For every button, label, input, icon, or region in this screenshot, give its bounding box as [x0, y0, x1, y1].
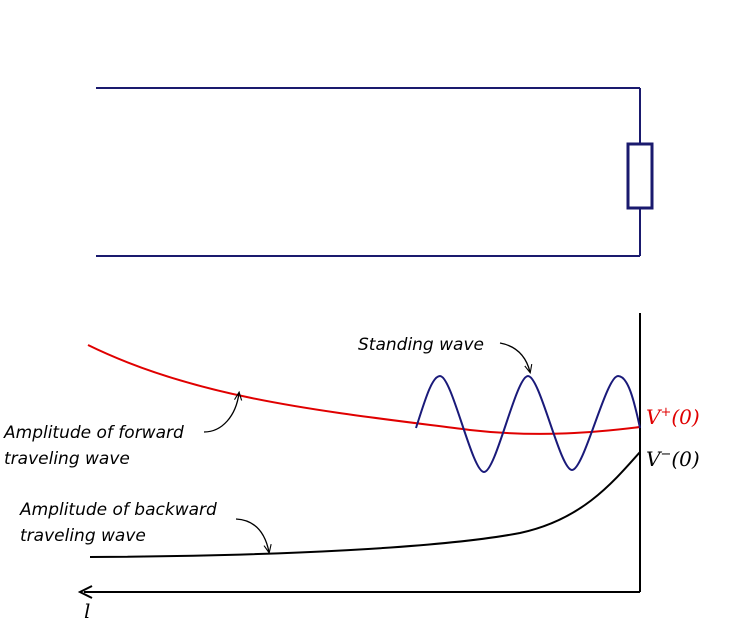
forward-wave-label-line2: traveling wave — [4, 449, 130, 469]
backward-wave-label-line2: traveling wave — [20, 526, 146, 546]
backward-wave-curve — [89, 451, 641, 558]
standing-wave-label: Standing wave — [358, 335, 484, 355]
forward-wave-curve — [87, 344, 641, 435]
standing-wave-pointer-arrow — [499, 342, 530, 372]
graph-axes: l — [77, 313, 641, 623]
backward-wave-pointer-arrow — [235, 518, 269, 552]
arrow-left-icon — [77, 585, 93, 599]
v-minus-label: V−(0) — [646, 447, 700, 471]
forward-wave-pointer-arrow — [203, 393, 239, 433]
backward-wave-label-line1: Amplitude of backward — [19, 500, 217, 520]
v-plus-label: V+(0) — [646, 405, 700, 429]
axis-label-l: l — [84, 599, 90, 623]
resistor-icon — [626, 142, 654, 210]
forward-wave-label-line1: Amplitude of forward — [3, 423, 184, 443]
transmission-line-circuit — [96, 87, 654, 257]
standing-wave-curve — [415, 374, 641, 474]
